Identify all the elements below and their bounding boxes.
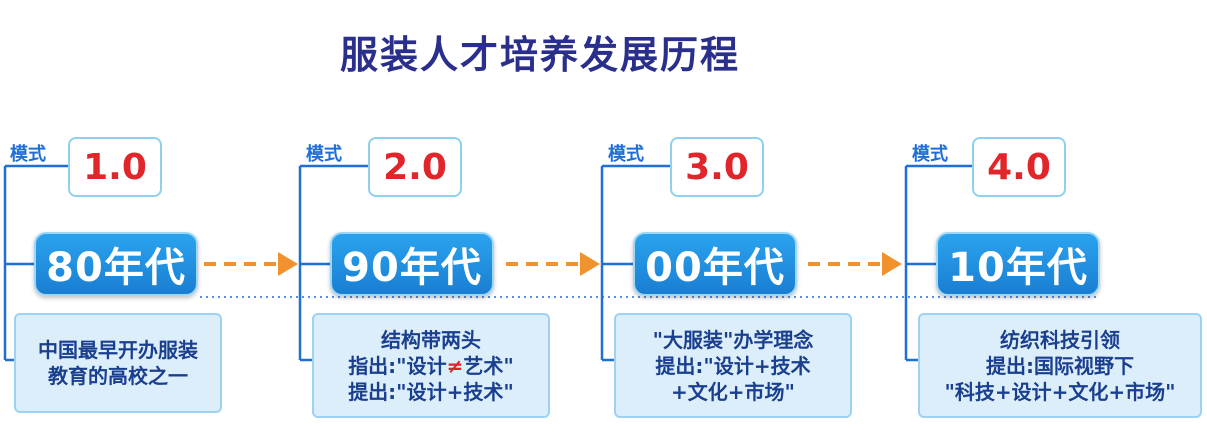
stage-2-desc-line-2: 指出:"设计≠艺术": [348, 353, 514, 379]
page-title: 服装人才培养发展历程: [340, 33, 741, 77]
stage-4-desc-line-3: "科技+设计+文化+市场": [944, 379, 1176, 404]
stage-4-version: 4.0: [972, 137, 1066, 197]
stage-4-desc-line-2: 提出:国际视野下: [986, 353, 1134, 378]
not-equal-mark: ≠: [446, 353, 464, 378]
stage-3-bracket: [600, 164, 670, 362]
stage-1-desc-line-2: 教育的高校之一: [48, 364, 188, 388]
stage-2-era: 90年代: [330, 232, 494, 296]
arrow-1-icon: [204, 252, 298, 276]
stage-3-mode-label: 模式: [608, 144, 644, 165]
stage-1-desc-line-1: 中国最早开办服装: [38, 338, 198, 362]
stage-2-desc-line-1: 结构带两头: [381, 327, 481, 352]
stage-3-description: "大服装"办学理念 提出:"设计+技术 +文化+市场": [614, 313, 852, 418]
stage-2-desc-line-2-prefix: 指出:"设计: [348, 353, 447, 378]
stage-4-description: 纺织科技引领 提出:国际视野下 "科技+设计+文化+市场": [918, 313, 1202, 418]
stage-4-bracket: [904, 164, 972, 362]
stage-4-era: 10年代: [936, 232, 1100, 296]
stage-1-mode-label: 模式: [10, 144, 46, 165]
stage-3-desc-line-1: "大服装"办学理念: [652, 327, 814, 352]
arrow-3-icon: [808, 252, 902, 276]
stage-2-mode-label: 模式: [306, 144, 342, 165]
stage-4-desc-line-1: 纺织科技引领: [1000, 327, 1120, 352]
stage-3-era: 00年代: [633, 232, 797, 296]
stage-3-desc-line-2: 提出:"设计+技术: [655, 353, 811, 378]
stage-2-bracket: [298, 164, 368, 362]
stage-3-version: 3.0: [670, 137, 764, 197]
arrow-2-icon: [506, 252, 600, 276]
stage-1-era: 80年代: [34, 232, 198, 296]
stage-1-version: 1.0: [68, 137, 162, 197]
stage-2-desc-line-2-suffix: 艺术": [463, 353, 514, 378]
stage-3-desc-line-3: +文化+市场": [671, 379, 795, 404]
stage-2-version: 2.0: [368, 137, 462, 197]
stage-1-description: 中国最早开办服装 教育的高校之一: [14, 313, 222, 413]
stage-2-desc-line-3: 提出:"设计+技术": [348, 379, 514, 404]
stage-1-bracket: [3, 164, 70, 362]
stage-4-mode-label: 模式: [912, 144, 948, 165]
stage-2-description: 结构带两头 指出:"设计≠艺术" 提出:"设计+技术": [312, 313, 550, 418]
